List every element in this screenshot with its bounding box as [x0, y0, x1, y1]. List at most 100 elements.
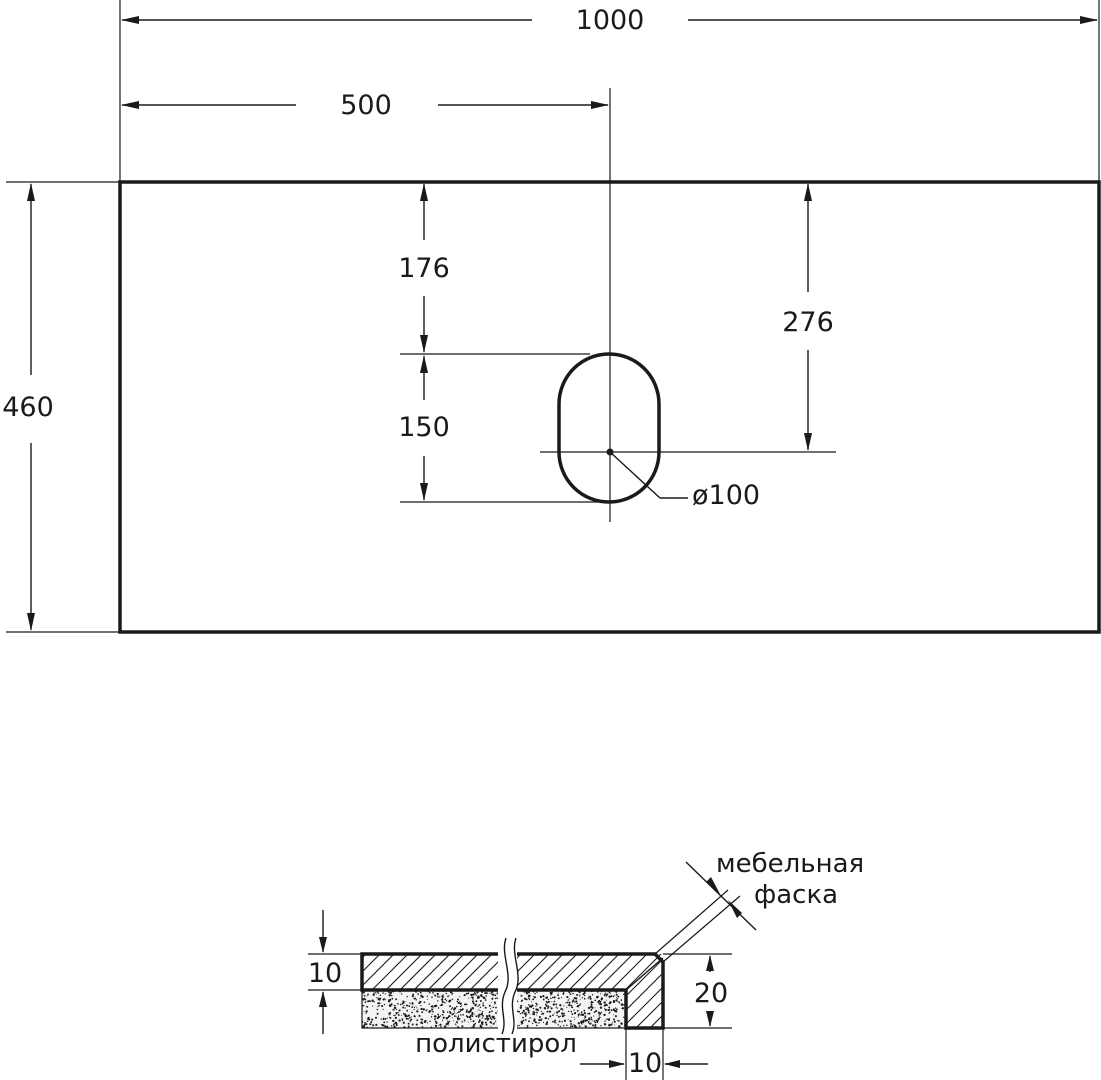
speckle-dot [444, 1025, 447, 1028]
speckle-dot [590, 1005, 593, 1008]
speckle-dot [527, 995, 531, 998]
speckle-dot [376, 997, 378, 999]
speckle-dot [606, 1004, 609, 1006]
speckle-dot [615, 999, 618, 1002]
speckle-dot [520, 1020, 524, 1023]
chamfer-arrow-a [706, 877, 720, 894]
speckle-dot [378, 998, 381, 1001]
speckle-dot [554, 1012, 556, 1014]
speckle-dot [461, 1025, 464, 1028]
arrow-10-upper [319, 937, 327, 953]
speckle-dot [618, 1020, 620, 1022]
speckle-dot [422, 1008, 425, 1011]
speckle-dot [527, 1011, 530, 1014]
speckle-dot [451, 998, 454, 1000]
speckle-dot [609, 1008, 611, 1010]
speckle-dot [456, 1000, 459, 1003]
speckle-dot [607, 1009, 609, 1011]
speckle-dot [610, 995, 613, 998]
speckle-dot [467, 1021, 469, 1023]
speckle-dot [528, 992, 530, 994]
speckle-dot [566, 1001, 569, 1004]
speckle-dot [398, 1019, 401, 1022]
speckle-dot [415, 998, 417, 1001]
hatch-line [582, 954, 620, 990]
speckle-dot [407, 1014, 410, 1017]
speckle-dot [556, 1007, 558, 1009]
speckle-dot [392, 1008, 395, 1011]
speckle-dot [431, 996, 433, 998]
speckle-dot [559, 1015, 562, 1017]
speckle-dot [474, 1013, 476, 1015]
speckle-dot [533, 996, 536, 999]
speckle-dot [599, 1016, 601, 1019]
speckle-dot [455, 1021, 458, 1024]
speckle-dot [489, 1021, 492, 1024]
speckle-dot [435, 1021, 438, 1024]
speckle-dot [395, 1024, 398, 1027]
speckle-dot [590, 1016, 592, 1019]
speckle-dot [402, 1001, 405, 1004]
speckle-dot [454, 1015, 456, 1017]
speckle-dot [605, 992, 607, 994]
speckle-dot [590, 1018, 593, 1021]
speckle-dot [615, 996, 617, 998]
speckle-dot [382, 1024, 385, 1027]
speckle-dot [580, 1020, 583, 1023]
speckle-dot [401, 1019, 404, 1022]
speckle-dot [561, 1021, 563, 1023]
speckle-dot [415, 1005, 417, 1007]
speckle-dot [525, 998, 528, 1001]
speckle-dot [615, 1010, 618, 1013]
speckle-dot [545, 1004, 548, 1007]
speckle-dot [379, 994, 382, 997]
faucet-hole [557, 352, 661, 504]
speckle-dot [364, 999, 367, 1001]
speckle-dot [450, 1008, 453, 1010]
speckle-dot [562, 992, 565, 994]
speckle-dot [446, 1018, 448, 1020]
speckle-dot [491, 1015, 494, 1018]
speckle-dot [528, 1004, 530, 1006]
speckle-dot [389, 992, 391, 994]
speckle-dot [465, 1015, 468, 1017]
speckle-dot [448, 1015, 451, 1018]
speckle-dot [388, 1000, 391, 1003]
speckle-dot [613, 1018, 615, 1021]
speckle-dot [577, 1016, 579, 1018]
speckle-dot [440, 1026, 442, 1028]
speckle-dot [535, 1005, 537, 1007]
speckle-dot [438, 1024, 440, 1026]
speckle-dot [496, 993, 498, 995]
speckle-dot [573, 1016, 575, 1018]
speckle-dot [469, 1019, 471, 1020]
speckle-dot [548, 1010, 552, 1013]
speckle-dot [461, 1021, 463, 1023]
speckle-dot [391, 997, 394, 1000]
hatch-line [610, 954, 648, 990]
speckle-dot [465, 1010, 468, 1013]
speckle-dot [479, 1000, 482, 1002]
speckle-dot [393, 1014, 395, 1017]
speckle-dot [605, 995, 608, 997]
speckle-dot [579, 1003, 582, 1005]
speckle-dot [389, 1014, 391, 1016]
speckle-dot [583, 992, 586, 994]
speckle-dot [442, 994, 444, 996]
speckle-dot [569, 992, 571, 994]
speckle-dot [494, 1003, 496, 1005]
speckle-dot [604, 993, 606, 995]
speckle-dot [366, 1020, 369, 1023]
speckle-dot [421, 1022, 424, 1025]
speckle-dot [468, 1016, 472, 1019]
speckle-dot [489, 992, 491, 994]
speckle-dot [495, 1020, 497, 1022]
speckle-dot [429, 992, 431, 994]
speckle-dot [455, 1024, 457, 1026]
speckle-dot [623, 1016, 625, 1018]
speckle-dot [607, 1018, 611, 1021]
speckle-dot [393, 1004, 396, 1007]
speckle-dot [395, 1022, 398, 1025]
speckle-dot [552, 996, 554, 999]
